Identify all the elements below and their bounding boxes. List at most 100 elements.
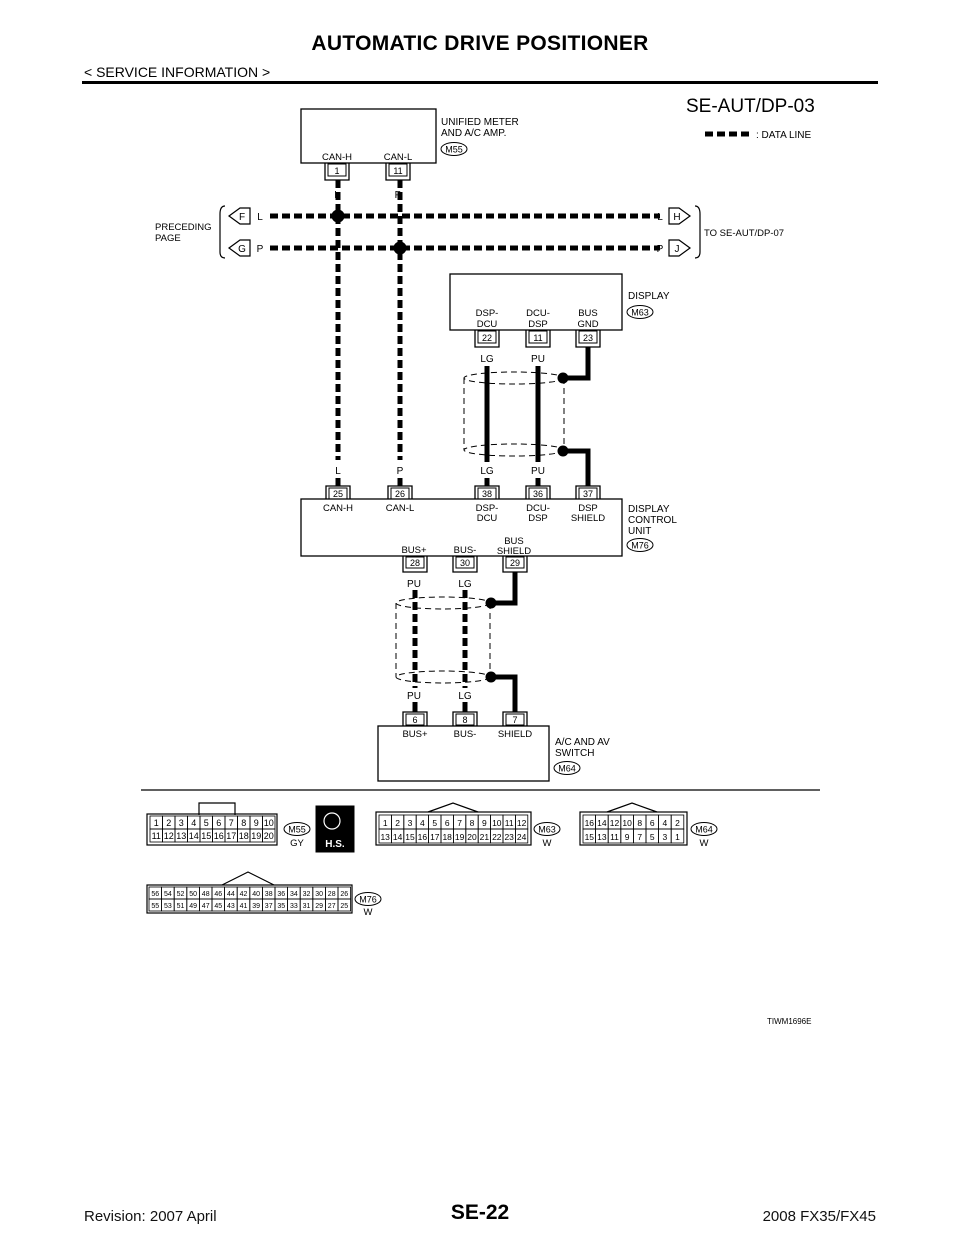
m64-color: W [700,838,709,849]
display-code: M63 [631,308,649,318]
m64-cavity-number: 11 [610,832,619,842]
m64-cavity-number: 13 [597,832,607,842]
m64-cavity-number: 15 [585,832,595,842]
dcu-pin-name-bus-minus: BUS- [454,545,477,556]
dcu-pin-frame-38 [474,485,500,499]
display-pin-name-bus-gnd-1: BUS [578,308,598,319]
dcu-pin-25: 25 [333,489,343,499]
m63-latch [427,802,479,813]
m64-latch [606,802,658,813]
m76-cavity-number: 37 [265,903,273,910]
m55-cavity-number: 13 [176,831,186,841]
meter-pin-11: 11 [393,166,402,176]
display-pin-23: 23 [583,333,593,343]
m55-cavity-number: 3 [179,818,184,828]
display-pin-name-dcu-dsp-1: DCU- [526,308,550,319]
shield-top-display [463,371,565,385]
m63-cavity-number: 11 [505,818,514,828]
m64-cavity [670,828,685,844]
hs-badge-text: H.S. [325,839,345,850]
dcu-pin-frame-26 [387,485,413,499]
m64-cavity-number: 12 [610,818,620,828]
connector-j-flag [668,239,692,257]
shield-bottom-switch [395,670,491,684]
m55-cavity-number: 12 [164,831,174,841]
m55-code-badge [283,822,311,836]
section-label: < SERVICE INFORMATION > [84,64,271,80]
switch-shield-wire [495,674,518,712]
wire-color-l-dcu: L [335,466,341,477]
m76-cavity-number: 49 [189,903,197,910]
dcu-pin-26: 26 [395,489,405,499]
m76-cavity-number: 45 [214,903,222,910]
bus-shield-wire [495,572,518,606]
m63-body [375,811,532,846]
m76-cavity-number: 28 [328,891,336,898]
meter-connector-code-badge [440,142,468,156]
m76-cavity-number: 48 [202,891,210,898]
dcu-pin-box-25 [328,487,348,500]
meter-pin-name-can-h: CAN-H [322,152,352,163]
m64-cavity-number: 3 [663,832,668,842]
m55-cavity [262,828,276,843]
m55-cavity-number: 15 [201,831,211,841]
wire-color-pu-switch: PU [407,691,421,702]
dcu-top-pins: 25 26 38 36 37 [325,485,601,500]
wire-color-p-right: P [657,244,664,255]
dcu-pin-box-28 [405,556,425,569]
unified-meter-name-2: AND A/C AMP. [441,128,506,139]
dcu-pin-box-29 [505,556,525,569]
wire-color-l-left: L [257,212,263,223]
dcu-pin-name-bus-plus: BUS+ [401,545,427,556]
switch-pin-box-8 [455,713,475,726]
m64-cavity-number: 14 [597,818,607,828]
display-pin-11: 11 [533,333,542,343]
connector-j: J [675,244,680,255]
preceding-page-label-2: PAGE [155,233,181,244]
m76-cavity-number: 54 [164,891,172,898]
m76-cavity-number: 27 [328,903,336,910]
unified-meter-name-1: UNIFIED METER [441,117,519,128]
splice-can-h [331,209,345,223]
switch-pin-name-shield: SHIELD [498,729,532,740]
dcu-pin-frame-36 [525,485,551,499]
switch-code-badge [553,761,581,775]
dcu-pin-37: 37 [583,489,593,499]
dcu-name-1: DISPLAY [628,504,670,515]
m63-cavity-number: 2 [395,818,400,828]
hs-badge-icon [323,812,341,830]
switch-box [377,725,550,782]
dcu-pin-28: 28 [410,558,420,568]
header-rule [82,81,878,84]
dcu-pin-name-dcu-dsp-1: DCU- [526,503,550,514]
dcu-pin-frame-37 [575,485,601,499]
dcu-pin-frame-25 [325,485,351,499]
m76-cavity-number: 42 [240,891,248,898]
m63-cavity-number: 15 [405,832,415,842]
m64-body [579,811,688,846]
dsp-shield-wire [567,448,591,486]
bus-gnd-wire [567,347,591,381]
switch-pin-6: 6 [412,715,417,725]
m76-cavity-number: 35 [277,903,285,910]
unified-meter-box [300,108,437,164]
m63-cavity-number: 3 [408,818,413,828]
display-box [449,273,623,331]
m55-cavity-number: 2 [166,818,171,828]
m63-cavity-number: 12 [517,818,527,828]
m63-cavity-number: 18 [442,832,452,842]
m76-cavity-number: 43 [227,903,235,910]
m55-cavity-number: 16 [214,831,224,841]
dcu-pin-29: 29 [510,558,520,568]
m64-cavity-number: 8 [637,818,642,828]
switch-pin-box-7 [505,713,525,726]
to-page-label: TO SE-AUT/DP-07 [704,228,784,239]
shield-drain-bottom-switch [485,671,497,683]
switch-name-1: A/C AND AV [555,737,610,748]
m76-cavity-number: 56 [151,891,159,898]
dcu-box [300,498,623,557]
m55-cavity-number: 6 [216,818,221,828]
